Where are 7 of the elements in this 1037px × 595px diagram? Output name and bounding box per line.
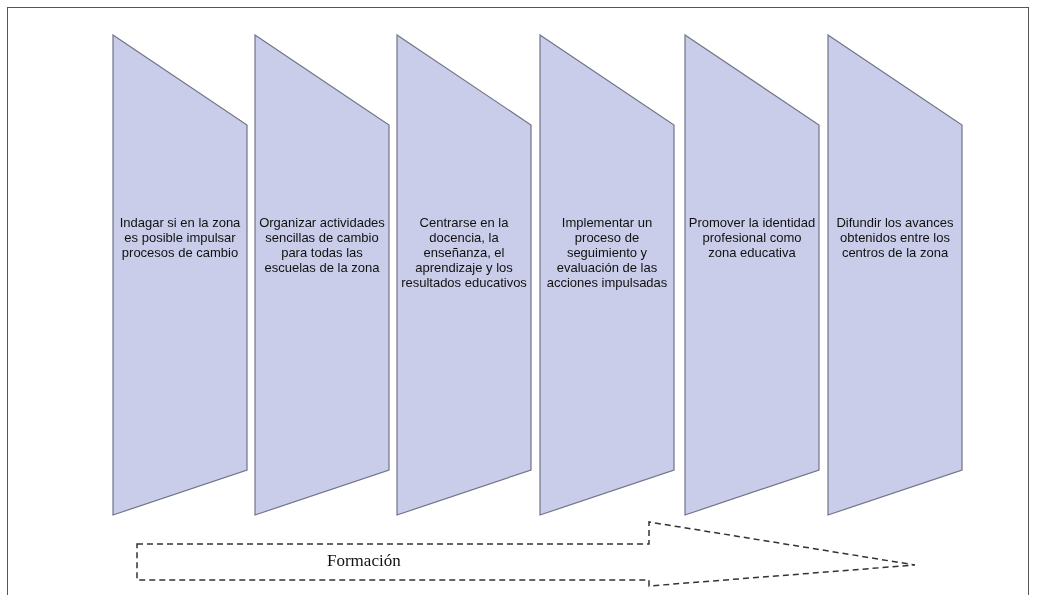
step-text: Indagar si en la zona es posible impulsar procesos de cambio	[118, 215, 242, 260]
arrow-label: Formación	[327, 553, 401, 568]
step-text: Implementar un proceso de seguimiento y evaluación de las acciones impulsadas	[545, 215, 669, 290]
step-text: Difundir los avances obtenidos entre los centros de la zona	[835, 215, 955, 260]
step-text: Organizar actividades sencillas de cambio para todas las escuelas de la zona	[258, 215, 386, 275]
step-text: Promover la identidad profesional como zona educativa	[687, 215, 817, 260]
step-text: Centrarse en la docencia, la enseñanza, el aprendizaje y los resultados educativos	[400, 215, 528, 290]
